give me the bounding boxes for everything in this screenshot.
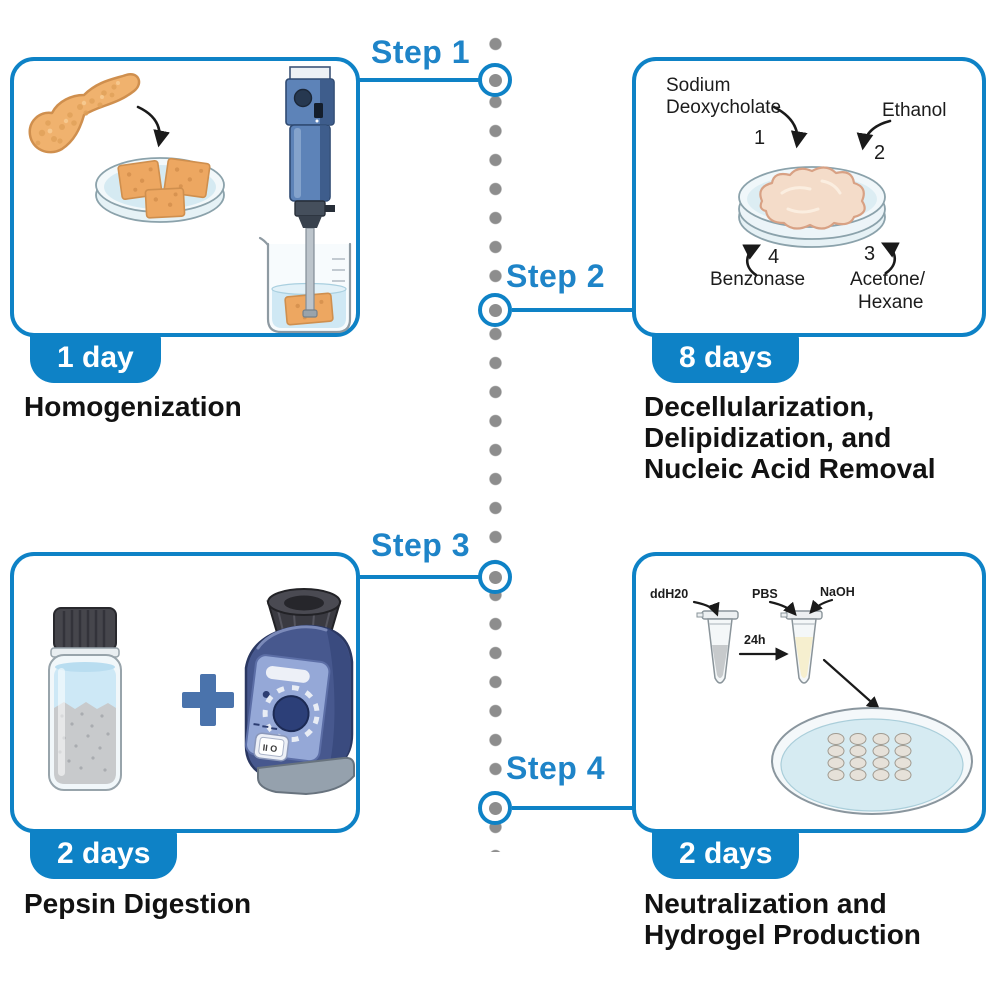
hydrogel-drops [827, 733, 912, 781]
naoh-label: NaOH [820, 585, 855, 599]
step4-duration-badge: 2 days [652, 829, 800, 879]
step4-connector-line [512, 806, 634, 810]
marker-dot [488, 303, 502, 317]
step3-connector-line [358, 575, 480, 579]
step1-duration-badge: 1 day [30, 333, 161, 383]
pbs-label: PBS [752, 587, 778, 601]
step4-title: Neutralization and Hydrogel Production [644, 888, 921, 950]
title-line: Decellularization, [644, 391, 875, 422]
benzonase-label: Benzonase [710, 269, 805, 290]
step2-duration-badge: 8 days [652, 333, 800, 383]
naoh-arrow [809, 598, 834, 614]
marker-dot [488, 73, 502, 87]
step3-panel: II O [10, 552, 360, 833]
microcentrifuge-tube-2 [780, 610, 823, 684]
petri-dish-icon [95, 157, 225, 223]
to-dish-arrow [822, 658, 880, 710]
power-switch-label: II O [262, 742, 278, 754]
ddh2o-arrow [692, 600, 720, 617]
incubation-time-label: 24h [744, 633, 766, 647]
step2-panel: Sodium Deoxycholate 1 Ethanol 2 4 Benzon… [632, 57, 986, 337]
title-line: Neutralization and [644, 888, 887, 919]
transfer-arrow [136, 105, 170, 148]
step4-timeline-marker [478, 791, 512, 825]
title-line: Homogenization [24, 391, 242, 422]
step3-timeline-marker [478, 560, 512, 594]
acetone-hexane-label: Hexane [858, 292, 924, 313]
step4-panel: ddH20 24h PBS NaOH [632, 552, 986, 833]
homogenizer-icon [285, 66, 335, 318]
ethanol-label: Ethanol [882, 100, 946, 121]
pbs-arrow [768, 600, 797, 616]
sodium-deoxycholate-label: Sodium [666, 75, 730, 96]
reagent-3-number: 3 [864, 243, 875, 265]
step2-connector-line [512, 308, 634, 312]
step3-title: Pepsin Digestion [24, 888, 251, 919]
reagent-1-number: 1 [754, 127, 765, 149]
speed-knob[interactable] [272, 694, 311, 733]
beaker-icon [258, 236, 352, 333]
marker-dot [488, 570, 502, 584]
petri-dish-icon [738, 166, 886, 248]
reagent-4-number: 4 [768, 246, 779, 268]
step3-label: Step 3 [370, 527, 470, 563]
microcentrifuge-tube-1 [696, 610, 739, 684]
sodium-deoxycholate-label: Deoxycholate [666, 97, 781, 118]
step2-timeline-marker [478, 293, 512, 327]
homogenization-illustration [28, 66, 352, 333]
title-line: Delipidization, and [644, 422, 892, 453]
acetone-hexane-label: Acetone/ [850, 269, 926, 290]
pancreas-icon [28, 72, 141, 154]
pepsin-vial-icon [48, 607, 122, 791]
step1-timeline-marker [478, 63, 512, 97]
hydrogel-petri-dish-icon [771, 707, 973, 815]
step1-label: Step 1 [370, 34, 470, 70]
step2-label: Step 2 [506, 258, 606, 294]
title-line: Nucleic Acid Removal [644, 453, 936, 484]
sodium-deoxycholate-arrow [772, 105, 808, 149]
decellularization-illustration: Sodium Deoxycholate 1 Ethanol 2 4 Benzon… [666, 75, 946, 313]
step4-label: Step 4 [506, 750, 606, 786]
tissue-pieces [117, 157, 211, 219]
title-line: Hydrogel Production [644, 919, 921, 950]
speed-dial-marks [262, 685, 320, 743]
pepsin-digestion-illustration: II O [48, 588, 355, 796]
step1-connector-line [358, 78, 480, 82]
acetone-hexane-arrow [880, 242, 900, 275]
control-panel: II O [245, 654, 331, 763]
marker-dot [488, 801, 502, 815]
step3-duration-badge: 2 days [30, 829, 178, 879]
vortex-mixer-icon: II O [244, 588, 355, 796]
neutralization-illustration: ddH20 24h PBS NaOH [650, 585, 973, 815]
benzonase-arrow [742, 244, 762, 277]
tissue-blob [759, 166, 866, 230]
timeline-dotted-line [489, 36, 502, 852]
plus-icon [182, 674, 234, 726]
step1-title: Homogenization [24, 391, 242, 422]
reagent-2-number: 2 [874, 142, 885, 164]
title-line: Pepsin Digestion [24, 888, 252, 919]
ddh2o-label: ddH20 [650, 587, 688, 601]
step2-title: Decellularization, Delipidization, and N… [644, 391, 936, 484]
step1-panel [10, 57, 360, 337]
ethanol-arrow [856, 119, 892, 151]
